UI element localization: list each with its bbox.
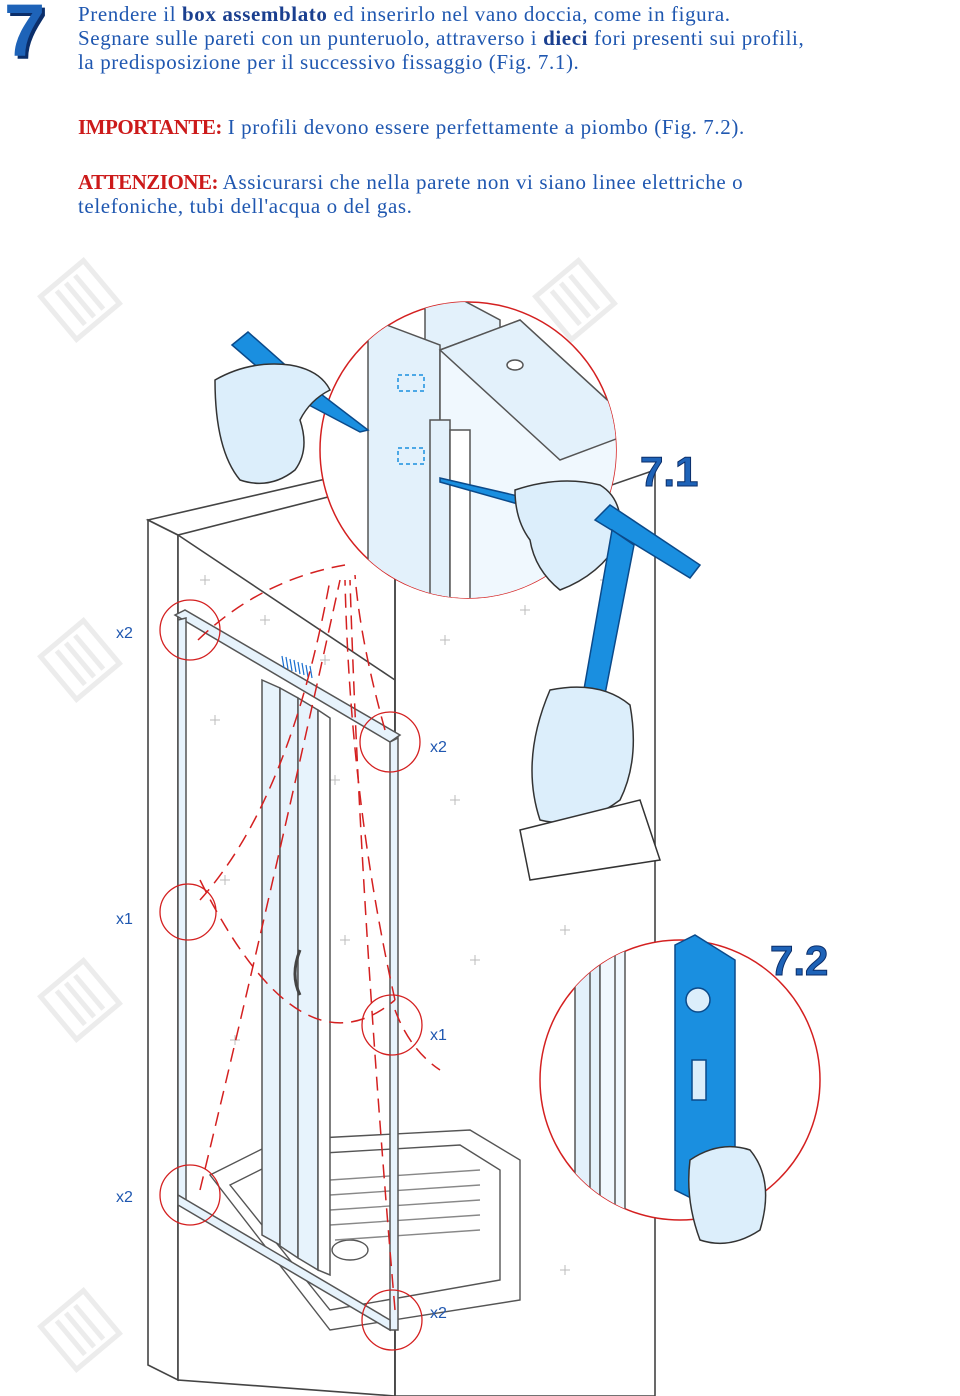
glove-top	[214, 363, 332, 485]
keyword-box: box assemblato	[182, 2, 328, 26]
important-label: IMPORTANTE:	[78, 115, 222, 139]
door-frame	[173, 609, 402, 1332]
warning-text: Assicurarsi che nella parete non vi sian…	[217, 170, 744, 194]
text: ed inserirlo nel vano doccia, come in fi…	[327, 2, 731, 26]
instruction-paragraph: Prendere il box assemblato ed inserirlo …	[78, 2, 954, 74]
text: Segnare sulle pareti con un punteruolo, …	[78, 26, 544, 50]
important-text: I profili devono essere perfettamente a …	[221, 115, 745, 139]
step-number: 7	[4, 0, 46, 72]
count-top-left: x2	[116, 625, 133, 642]
keyword-ten: dieci	[543, 26, 589, 50]
count-bottom-left: x2	[116, 1189, 133, 1206]
count-mid-right: x1	[430, 1027, 447, 1044]
glove-center	[514, 480, 622, 591]
text: Prendere il	[78, 2, 182, 26]
profile-teeth	[281, 655, 313, 679]
figure-label-7-1: 7.1	[640, 448, 698, 495]
count-top-right: x2	[430, 739, 447, 756]
warning-note: ATTENZIONE: Assicurarsi che nella parete…	[78, 170, 954, 218]
warning-text-cont: telefoniche, tubi dell'acqua o del gas.	[78, 194, 413, 218]
important-note: IMPORTANTE: I profili devono essere perf…	[78, 115, 954, 139]
detail-circle-top	[319, 301, 617, 599]
hole-markers	[159, 599, 423, 1351]
warning-label: ATTENZIONE:	[78, 170, 218, 194]
glove-bottom	[688, 1145, 767, 1245]
figure-label-7-2: 7.2	[770, 937, 828, 984]
leader-lines	[197, 564, 441, 1311]
text: fori presenti sui profili,	[588, 26, 805, 50]
count-bottom-right: x2	[430, 1305, 447, 1322]
glove-hammer	[519, 686, 661, 881]
text: la predisposizione per il successivo fis…	[78, 50, 580, 74]
spirit-level-icon	[674, 934, 736, 1201]
count-mid-left: x1	[116, 911, 133, 928]
